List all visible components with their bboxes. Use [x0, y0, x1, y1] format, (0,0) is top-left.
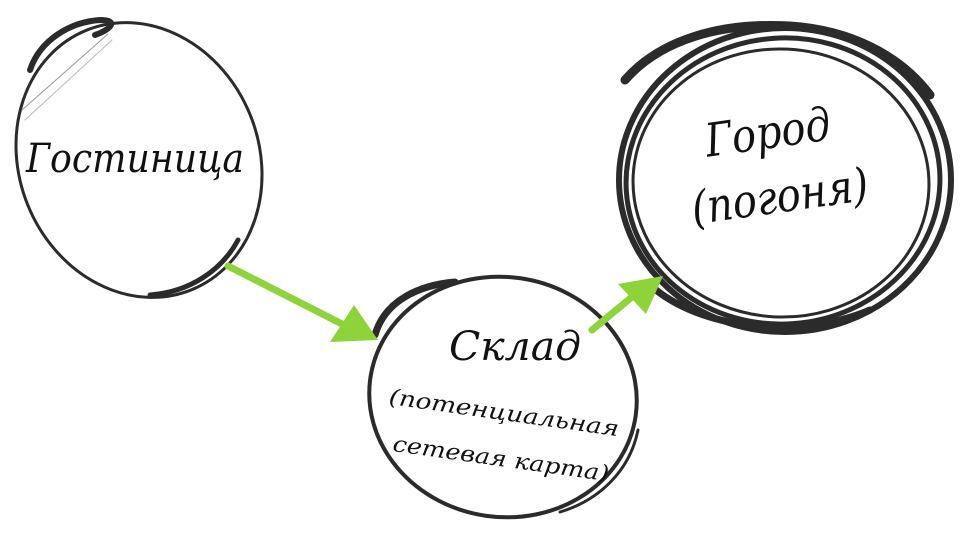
node-warehouse-subtitle-line2: сетевая карта) — [391, 432, 610, 487]
edge-hotel-to-warehouse — [224, 262, 378, 342]
node-warehouse-subtitle-line1: (потенциальная — [387, 385, 620, 442]
node-hotel: Гостиница — [14, 16, 264, 299]
node-warehouse-sketch-bottom — [558, 428, 640, 514]
node-warehouse-outline — [367, 274, 639, 520]
node-city-subtitle: (погоня) — [688, 157, 872, 235]
edge-warehouse-to-city-shaft — [588, 288, 642, 334]
node-warehouse-title: Склад — [449, 324, 581, 370]
node-hotel-sketch-line — [21, 33, 109, 111]
node-warehouse: Склад (потенциальная сетевая карта) — [367, 274, 640, 520]
node-city-outline-inner — [631, 47, 931, 319]
node-city-title: Город — [701, 97, 834, 168]
edge-hotel-to-warehouse-head — [330, 305, 378, 342]
edge-warehouse-to-city — [588, 276, 663, 334]
node-hotel-sketch-line-2 — [24, 39, 113, 121]
node-city-sketch-bottom — [646, 281, 874, 331]
edge-hotel-to-warehouse-shaft — [224, 262, 350, 330]
node-hotel-sketch-stroke — [27, 16, 115, 73]
node-hotel-sketch-bottom — [147, 237, 241, 298]
node-hotel-outline — [14, 21, 264, 299]
edge-warehouse-to-city-head — [618, 276, 663, 314]
node-city: Город (погоня) — [616, 20, 954, 335]
node-city-sketch-top — [620, 20, 935, 100]
node-hotel-label: Гостиница — [25, 136, 244, 182]
node-warehouse-sketch-stroke — [371, 278, 459, 339]
